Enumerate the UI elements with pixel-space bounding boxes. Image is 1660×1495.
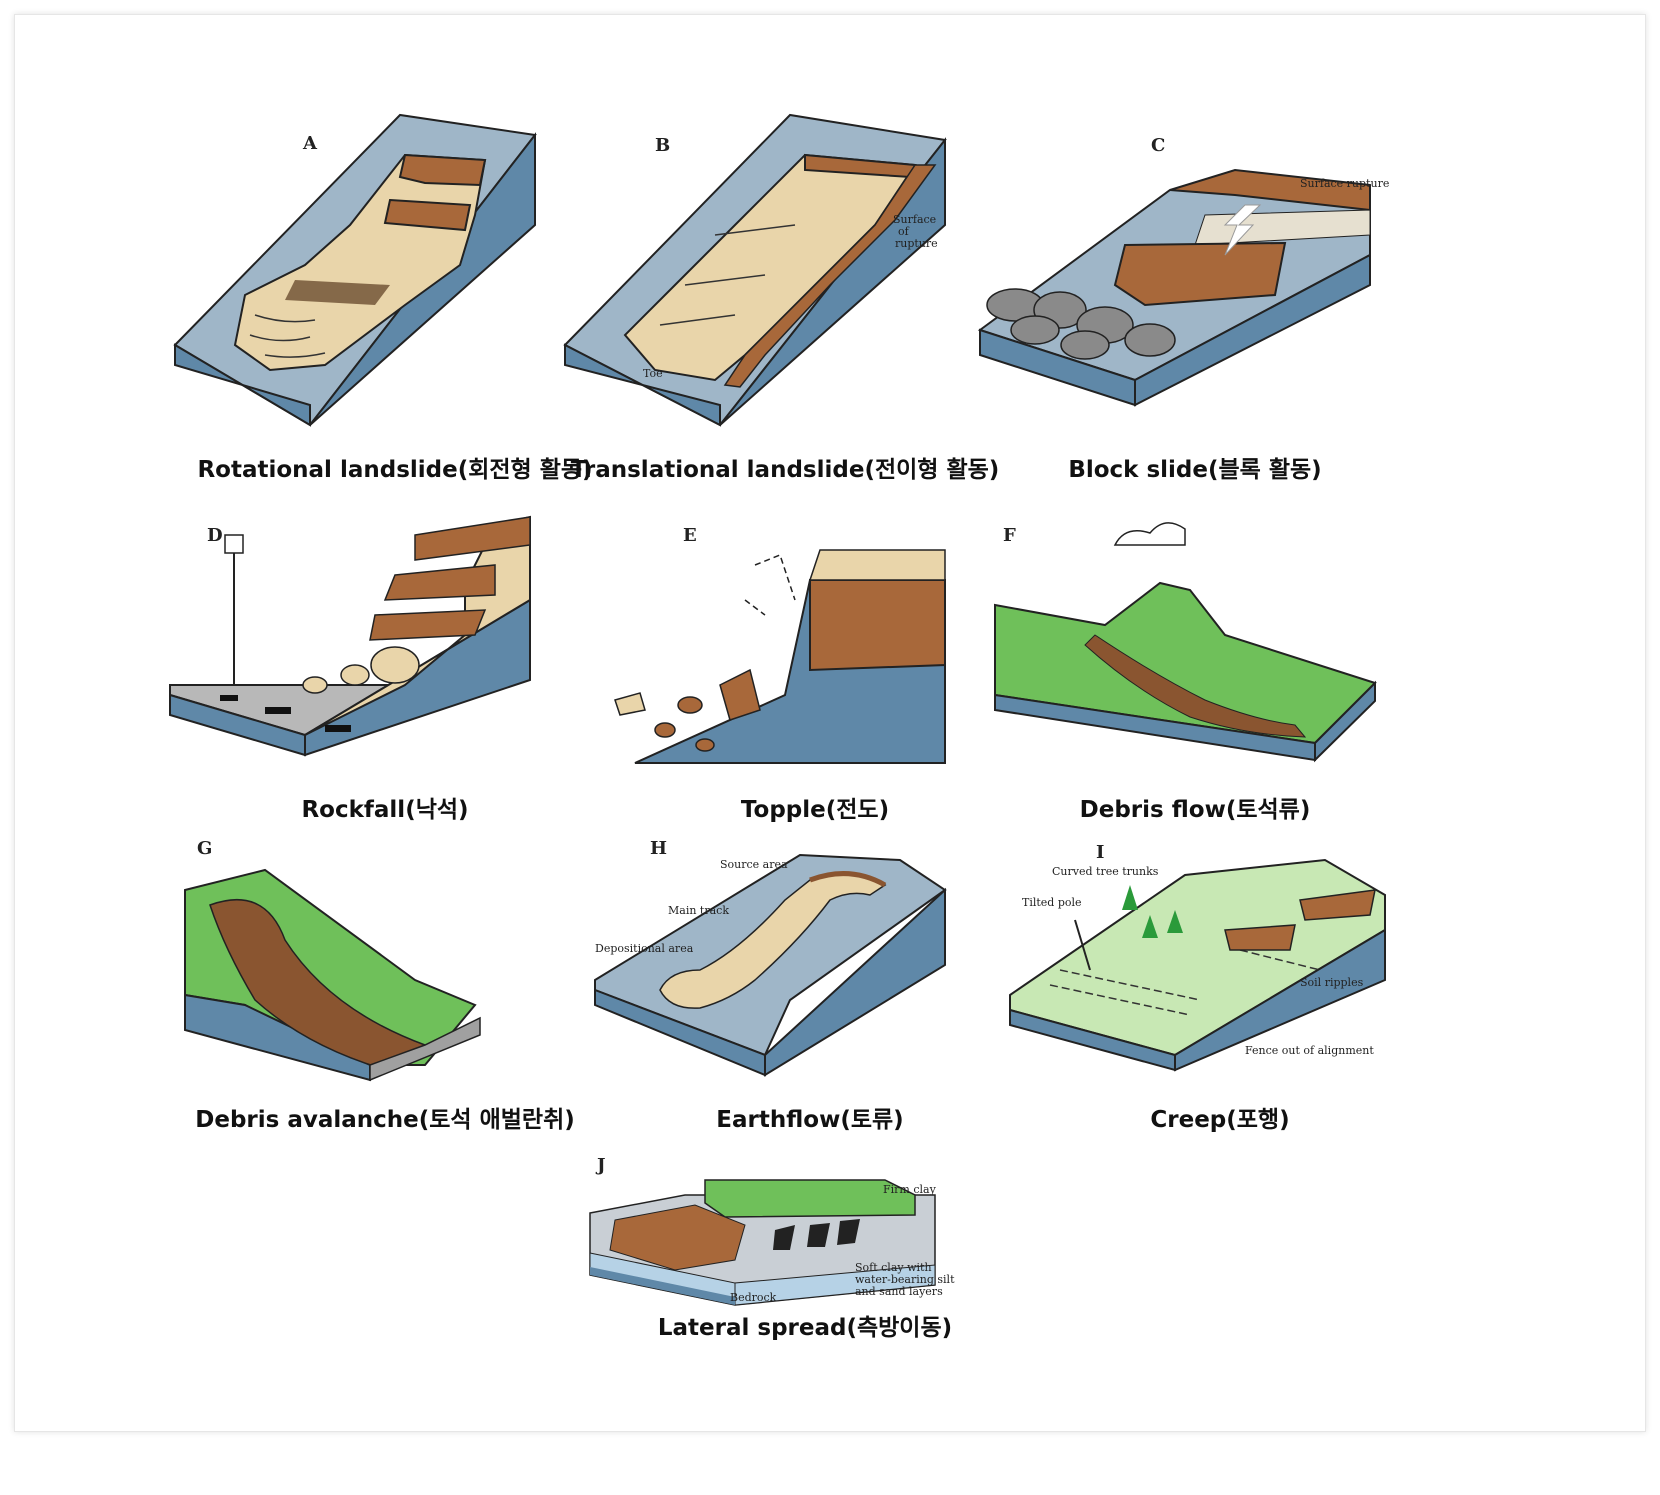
label-surface-1: Surface [893, 213, 936, 226]
panel-letter: F [1003, 525, 1016, 546]
panel-letter: C [1151, 135, 1166, 156]
panel-letter: H [650, 838, 668, 859]
panel-caption: Rotational landslide(회전형 활동) [197, 457, 593, 483]
figure-frame: A Rotational landslide(회전형 활동) B Surface… [14, 14, 1646, 1432]
panel-letter: I [1096, 842, 1105, 863]
panel-caption: Topple(전도) [740, 797, 890, 823]
panel-caption: Debris avalanche(토석 애벌란취) [195, 1107, 575, 1133]
panel-caption: Creep(포행) [1150, 1107, 1290, 1133]
label-source-area: Source area [720, 858, 788, 871]
panel-caption: Earthflow(토류) [716, 1107, 904, 1133]
label-surface-2: of [898, 225, 910, 238]
label-soft-clay-1: Soft clay with [855, 1261, 932, 1274]
panel-a: A Rotational landslide(회전형 활동) [173, 113, 615, 483]
lateral-spread-illustration: Firm clay Soft clay with water-bearing s… [589, 1179, 955, 1306]
label-fence-out-of-alignment: Fence out of alignment [1245, 1044, 1374, 1057]
topple-illustration [614, 549, 946, 764]
panel-caption: Rockfall(낙석) [301, 797, 469, 823]
label-bedrock: Bedrock [730, 1291, 777, 1304]
label-soft-clay-2: water-bearing silt [855, 1273, 955, 1286]
panel-j: J Firm clay Soft clay with water-bearing… [585, 1155, 1025, 1495]
debris-avalanche-illustration [184, 868, 481, 1082]
panel-letter: D [207, 525, 223, 546]
panel-g: G Debris avalanche(토석 애벌란취) [165, 830, 605, 1170]
translational-landslide-illustration: Surface of rupture Toe [563, 113, 947, 427]
label-firm-clay: Firm clay [883, 1183, 937, 1196]
panel-c: C Surface rupture Block slide(블록 활동) [975, 115, 1415, 483]
panel-f: F Debris flow(토석류) [975, 505, 1415, 845]
label-surface-3: rupture [895, 237, 938, 250]
panel-caption: Block slide(블록 활동) [1068, 457, 1322, 483]
debris-flow-illustration [994, 522, 1377, 763]
panel-e: E Topple(전도) [595, 505, 1035, 845]
creep-illustration: Curved tree trunks Tilted pole Soil ripp… [1009, 858, 1386, 1072]
rockfall-illustration [169, 515, 531, 757]
label-depositional-area: Depositional area [595, 942, 694, 955]
panel-letter: A [303, 133, 317, 154]
earthflow-illustration: Source area Main track Depositional area [594, 853, 947, 1077]
panel-i: I Curved tree trunks Tilted pole Soil ri… [1000, 830, 1440, 1170]
panel-caption: Debris flow(토석류) [1079, 797, 1311, 823]
block-slide-illustration: Surface rupture [977, 168, 1389, 407]
panel-h: H Source area Main track Depositional ar… [590, 830, 1030, 1170]
label-main-track: Main track [668, 904, 729, 917]
panel-letter: B [655, 135, 671, 156]
panel-letter: J [597, 1155, 606, 1176]
label-soft-clay-3: and sand layers [855, 1285, 943, 1298]
panel-letter: G [197, 838, 213, 859]
panel-caption: Translational landslide(전이형 활동) [570, 457, 1000, 483]
panel-letter: E [683, 525, 697, 546]
label-toe: Toe [643, 367, 663, 380]
panel-caption: Lateral spread(측방이동) [657, 1315, 953, 1341]
label-surface-rupture: Surface rupture [1300, 177, 1389, 190]
panel-d: D Rockfall(낙석) [165, 505, 605, 845]
label-soil-ripples: Soil ripples [1300, 976, 1364, 989]
label-curved-tree-trunks: Curved tree trunks [1052, 865, 1159, 878]
rotational-landslide-illustration [173, 113, 537, 427]
panel-b: B Surface of rupture Toe Translational l… [563, 113, 1005, 483]
label-tilted-pole: Tilted pole [1022, 896, 1082, 909]
